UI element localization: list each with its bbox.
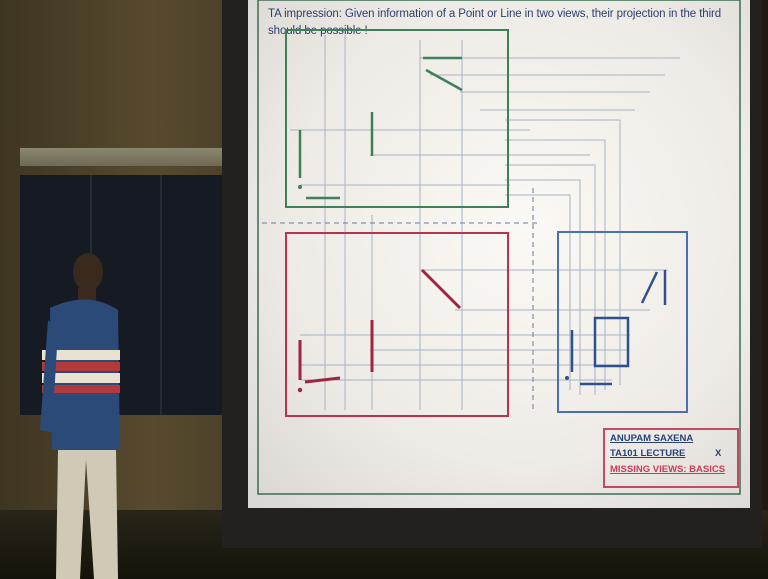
lecturer — [40, 253, 120, 579]
front-view-lines — [298, 268, 462, 384]
credit-course: TA101 LECTURE — [610, 448, 686, 459]
projection-lines — [290, 35, 680, 410]
credit-box: ANUPAM SAXENA TA101 LECTURE X MISSING VI… — [603, 428, 739, 488]
top-view-frame — [285, 29, 509, 208]
credit-lecture-number: X — [715, 448, 722, 459]
blackboard-rail — [20, 148, 230, 166]
fold-lines — [262, 188, 540, 412]
slide-border — [257, 0, 741, 495]
projector-screen — [248, 0, 750, 508]
top-view-lines — [298, 56, 463, 200]
side-view-lines — [570, 270, 667, 386]
credit-author: ANUPAM SAXENA — [610, 433, 694, 444]
side-view-frame — [557, 231, 688, 413]
credit-topic: MISSING VIEWS: BASICS — [610, 464, 726, 475]
front-view-frame — [285, 232, 509, 417]
slide-title: TA impression: Given information of a Po… — [268, 8, 722, 37]
